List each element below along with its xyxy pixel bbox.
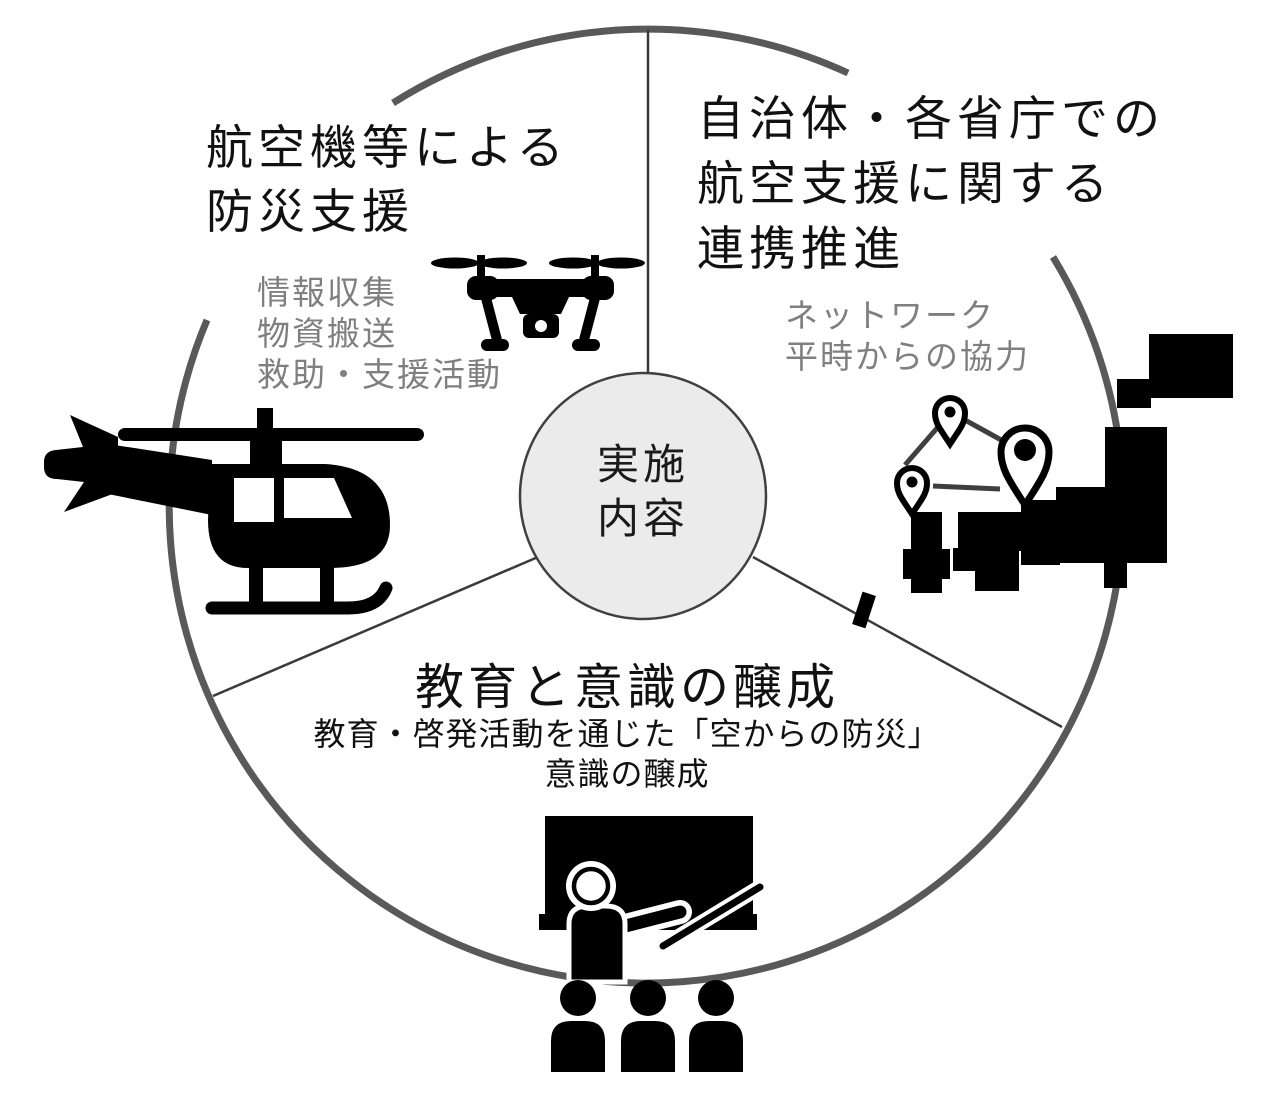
map-pin-small-left xyxy=(893,465,931,520)
network-lines xyxy=(903,417,1005,492)
helicopter-icon xyxy=(44,408,424,615)
center-label: 実施 内容 xyxy=(596,441,689,542)
divider-lower-right xyxy=(752,555,1063,729)
drone-icon xyxy=(431,255,645,351)
divider-lower-left xyxy=(212,555,539,698)
map-pin-large xyxy=(997,424,1053,512)
audience-icon xyxy=(551,980,743,1072)
section-details-government-cooperation: ネットワーク 平時からの協力 xyxy=(785,297,1030,375)
classroom-teacher-icon xyxy=(539,816,768,985)
section-title-aircraft-support: 航空機等による 防災支援 xyxy=(206,121,569,238)
section-details-aircraft-support: 情報収集 物資搬送 救助・支援活動 xyxy=(257,274,502,393)
section-title-education: 教育と意識の醸成 xyxy=(414,661,839,715)
section-details-education: 教育・啓発活動を通じた「空からの防災」 意識の醸成 xyxy=(313,716,941,792)
divider-lines xyxy=(212,30,1063,729)
map-pin-small-top xyxy=(931,395,969,450)
center-circle xyxy=(518,371,768,621)
japan-map-network-icon xyxy=(852,334,1233,629)
section-title-government-cooperation: 自治体・各省庁での 航空支援に関する 連携推進 xyxy=(697,92,1165,275)
